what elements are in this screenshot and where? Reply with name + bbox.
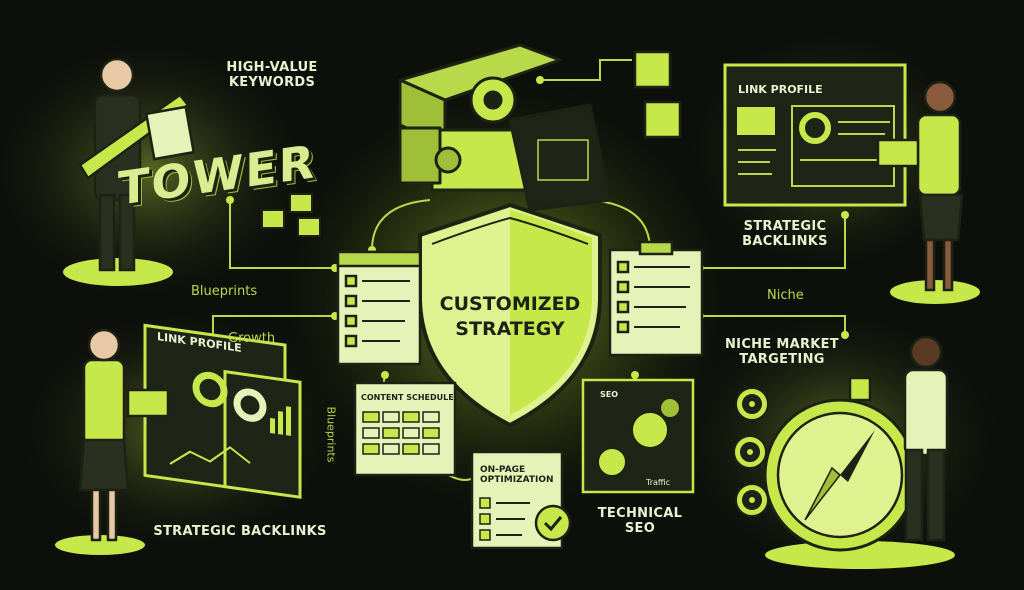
label-niche: Niche bbox=[767, 288, 804, 303]
panel-title-content-schedule: CONTENT SCHEDULE bbox=[361, 393, 454, 402]
label-growth: Growth bbox=[228, 331, 276, 346]
label-blueprints: Blueprints bbox=[191, 284, 258, 299]
panel-tag-traffic: Traffic bbox=[646, 478, 671, 487]
center-title-line2: STRATEGY bbox=[455, 318, 565, 340]
label-strategic-backlinks-bottom: STRATEGIC BACKLINKS bbox=[153, 524, 327, 539]
panel-title-link-profile-right: LINK PROFILE bbox=[738, 83, 823, 96]
panel-title-on-page-optimization: ON-PAGE OPTIMIZATION bbox=[480, 465, 554, 486]
center-title-line1: CUSTOMIZED bbox=[439, 293, 581, 315]
label-strategic-backlinks-right: STRATEGIC BACKLINKS bbox=[742, 219, 828, 249]
label-niche-market-targeting: NICHE MARKET TARGETING bbox=[725, 337, 839, 367]
label-technical-seo: TECHNICAL SEO bbox=[597, 506, 683, 536]
panel-tag-seo: SEO bbox=[600, 390, 619, 399]
label-high-value-keywords: HIGH-VALUE KEYWORDS bbox=[226, 60, 318, 90]
label-blueprints-vertical: Blueprints bbox=[324, 406, 338, 463]
